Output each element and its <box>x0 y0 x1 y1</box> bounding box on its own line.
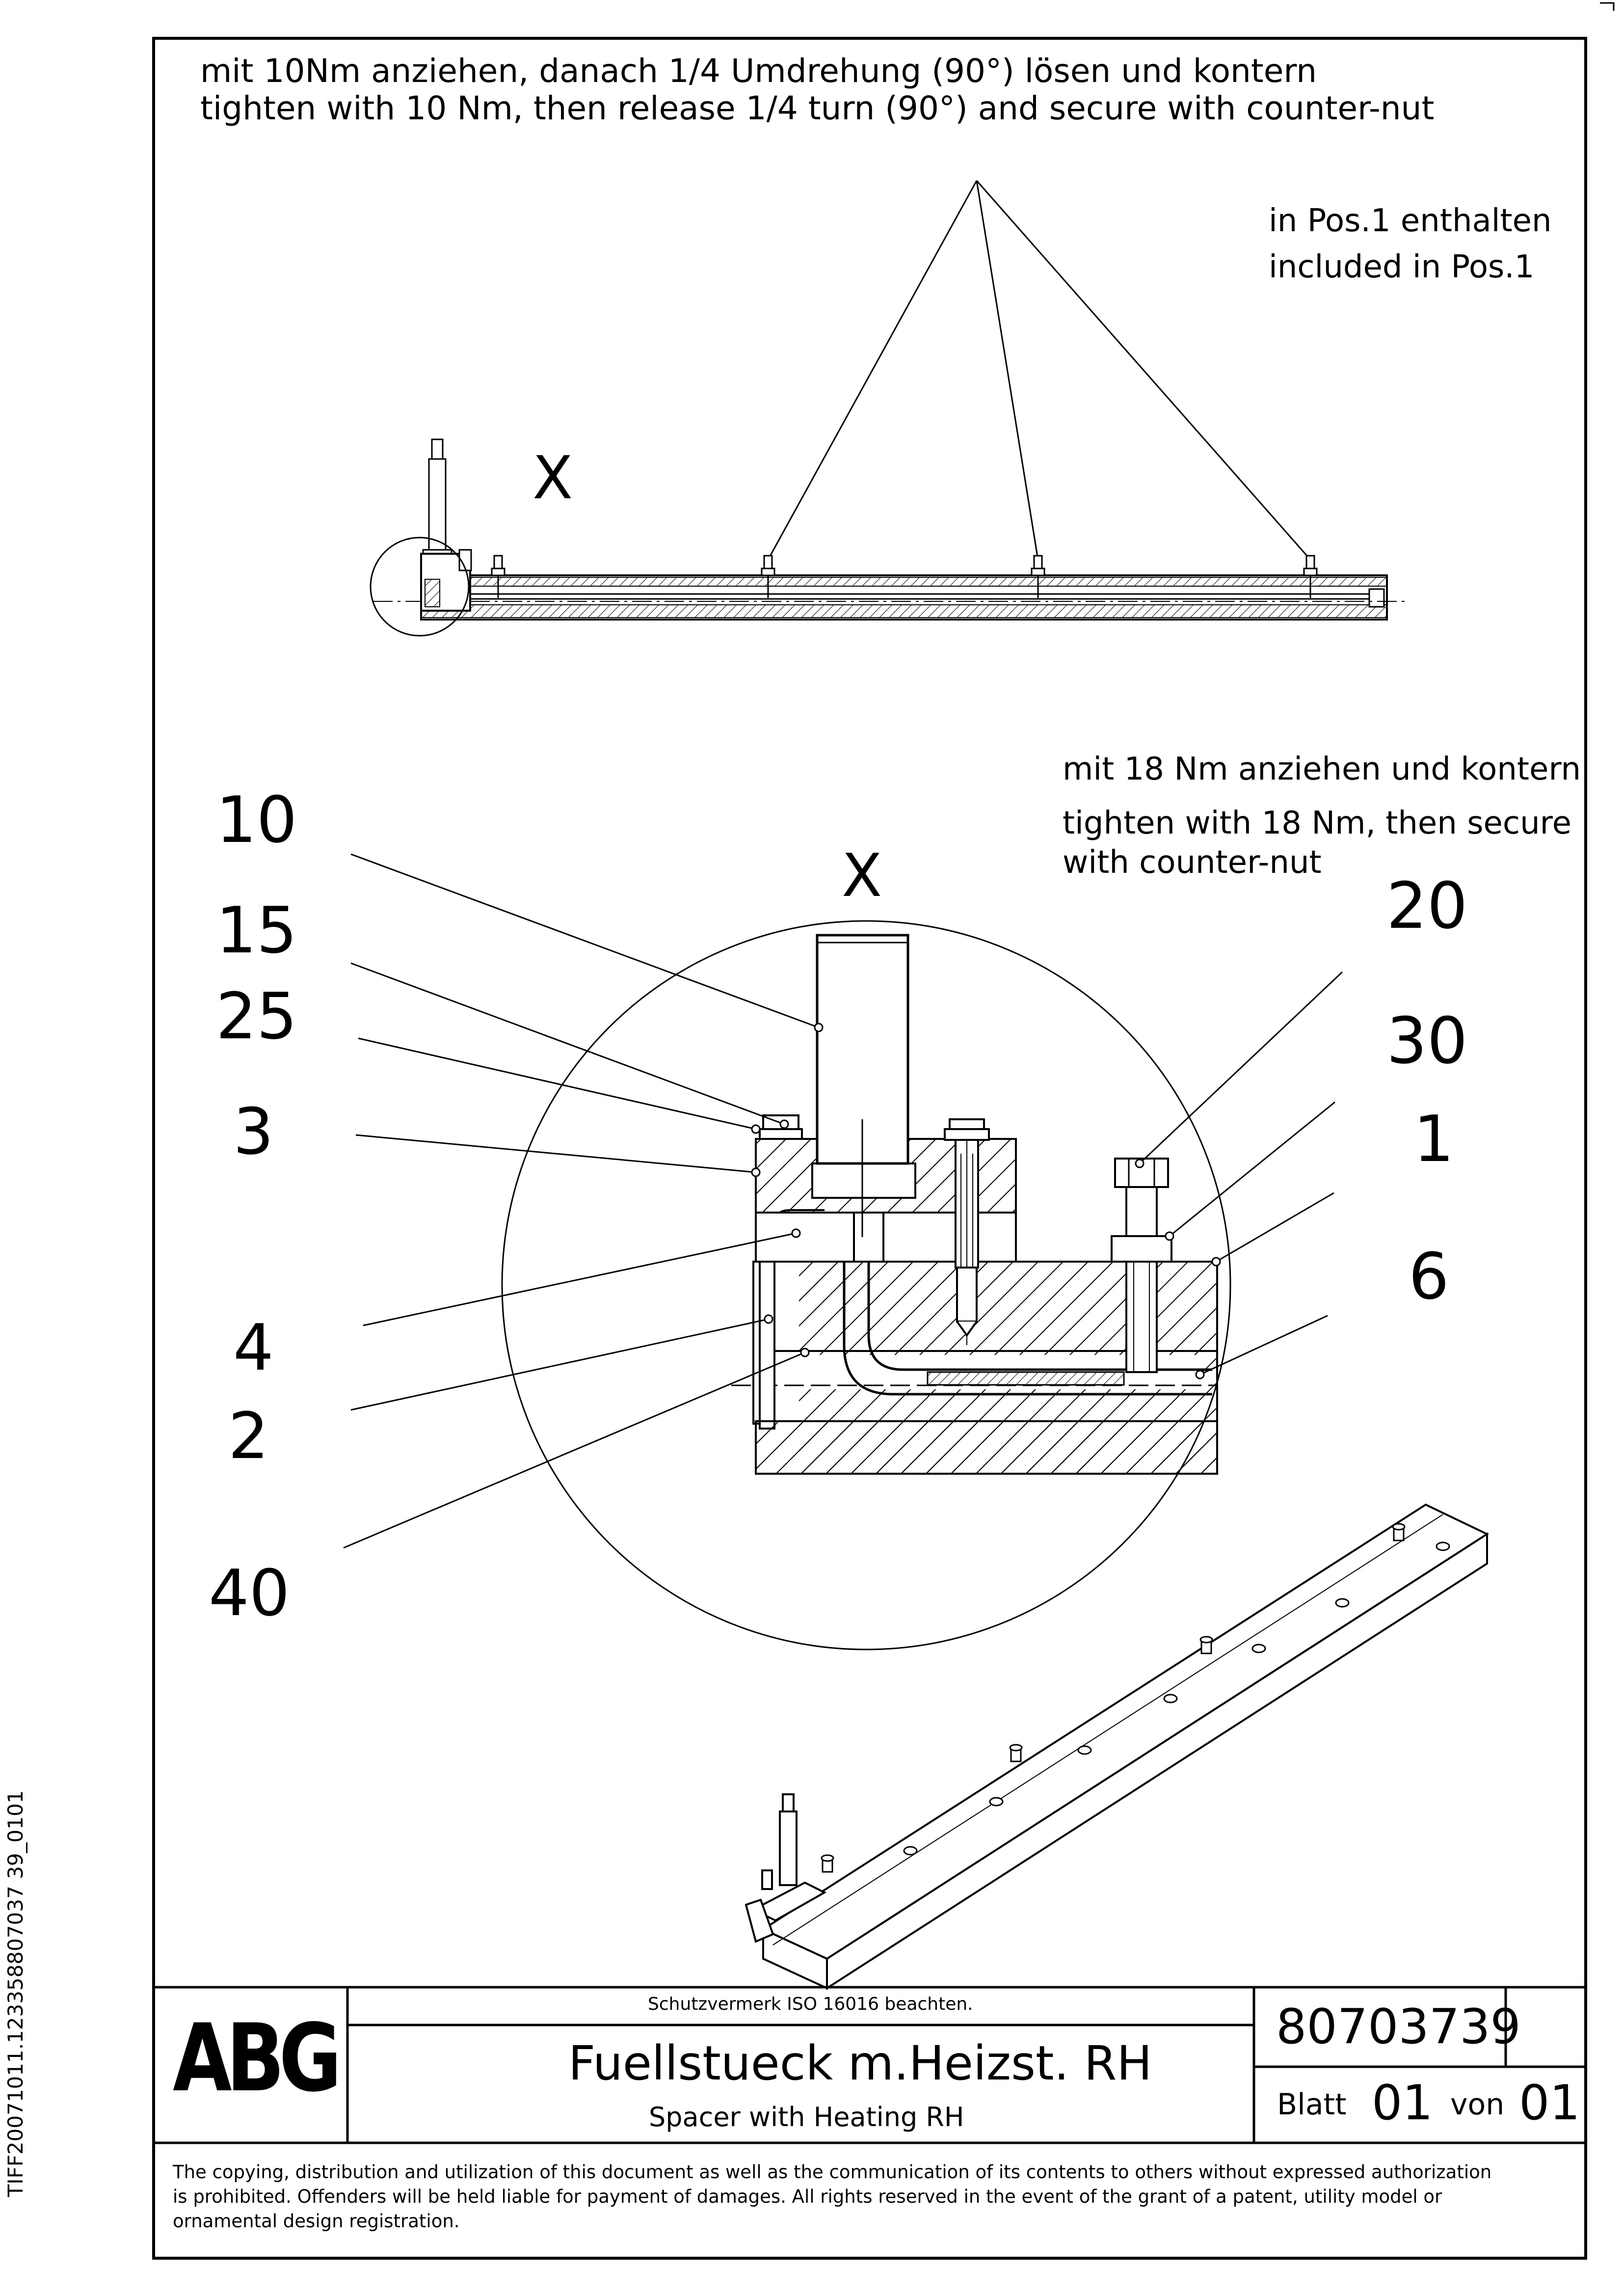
detail-view <box>501 920 1231 1650</box>
sheet-of-label: von <box>1450 2087 1505 2122</box>
note-included-en: included in Pos.1 <box>1269 249 1535 285</box>
note-torque-18-en-2: with counter-nut <box>1063 844 1322 881</box>
leader-dots <box>751 1023 1221 1379</box>
sheet-number: 01 <box>1372 2075 1433 2131</box>
side-document-id: TIFF20071011.123358807037 39_0101 <box>3 1790 27 2197</box>
position-leaders <box>343 853 1343 1549</box>
position-label: 2 <box>228 1399 269 1473</box>
company-logo: ABG <box>173 2004 342 2112</box>
note-torque-10-de: mit 10Nm anziehen, danach 1/4 Umdrehung … <box>200 52 1317 90</box>
copyright-line-3: ornamental design registration. <box>173 2211 460 2232</box>
position-label: 25 <box>216 979 297 1053</box>
position-label: 10 <box>216 783 297 857</box>
sheet-label: Blatt <box>1277 2087 1347 2122</box>
drawing-number: 80703739 <box>1276 1999 1521 2055</box>
copyright-line-1: The copying, distribution and utilizatio… <box>173 2161 1492 2183</box>
isometric-view <box>745 1503 1490 1990</box>
detail-mark-overview: X <box>532 444 573 513</box>
drawing-frame <box>152 37 1587 2260</box>
position-label: 3 <box>233 1094 274 1169</box>
note-torque-18-de: mit 18 Nm anziehen und kontern <box>1063 751 1581 787</box>
position-label: 4 <box>233 1310 274 1385</box>
sheet-total: 01 <box>1519 2075 1580 2131</box>
note-torque-10-en: tighten with 10 Nm, then release 1/4 tur… <box>200 89 1435 127</box>
title-block <box>154 1986 1586 2144</box>
detail-circle-overview <box>370 537 470 637</box>
detail-mark-x: X <box>842 842 882 910</box>
note-torque-18-en-1: tighten with 18 Nm, then secure <box>1063 805 1571 841</box>
position-label: 30 <box>1386 1003 1468 1078</box>
detail-circle-x <box>501 920 1231 1650</box>
position-label: 1 <box>1413 1102 1454 1176</box>
note-included-de: in Pos.1 enthalten <box>1269 203 1552 239</box>
protection-note: Schutzvermerk ISO 16016 beachten. <box>648 1994 973 2014</box>
drawing-title-en: Spacer with Heating RH <box>649 2102 964 2133</box>
position-label: 6 <box>1409 1239 1449 1314</box>
position-label: 40 <box>209 1556 290 1630</box>
drawing-title-de: Fuellstueck m.Heizst. RH <box>568 2036 1152 2091</box>
position-label: 20 <box>1386 868 1468 943</box>
copyright-line-2: is prohibited. Offenders will be held li… <box>173 2186 1442 2207</box>
position-label: 15 <box>216 893 297 968</box>
overview-view <box>370 180 1409 637</box>
